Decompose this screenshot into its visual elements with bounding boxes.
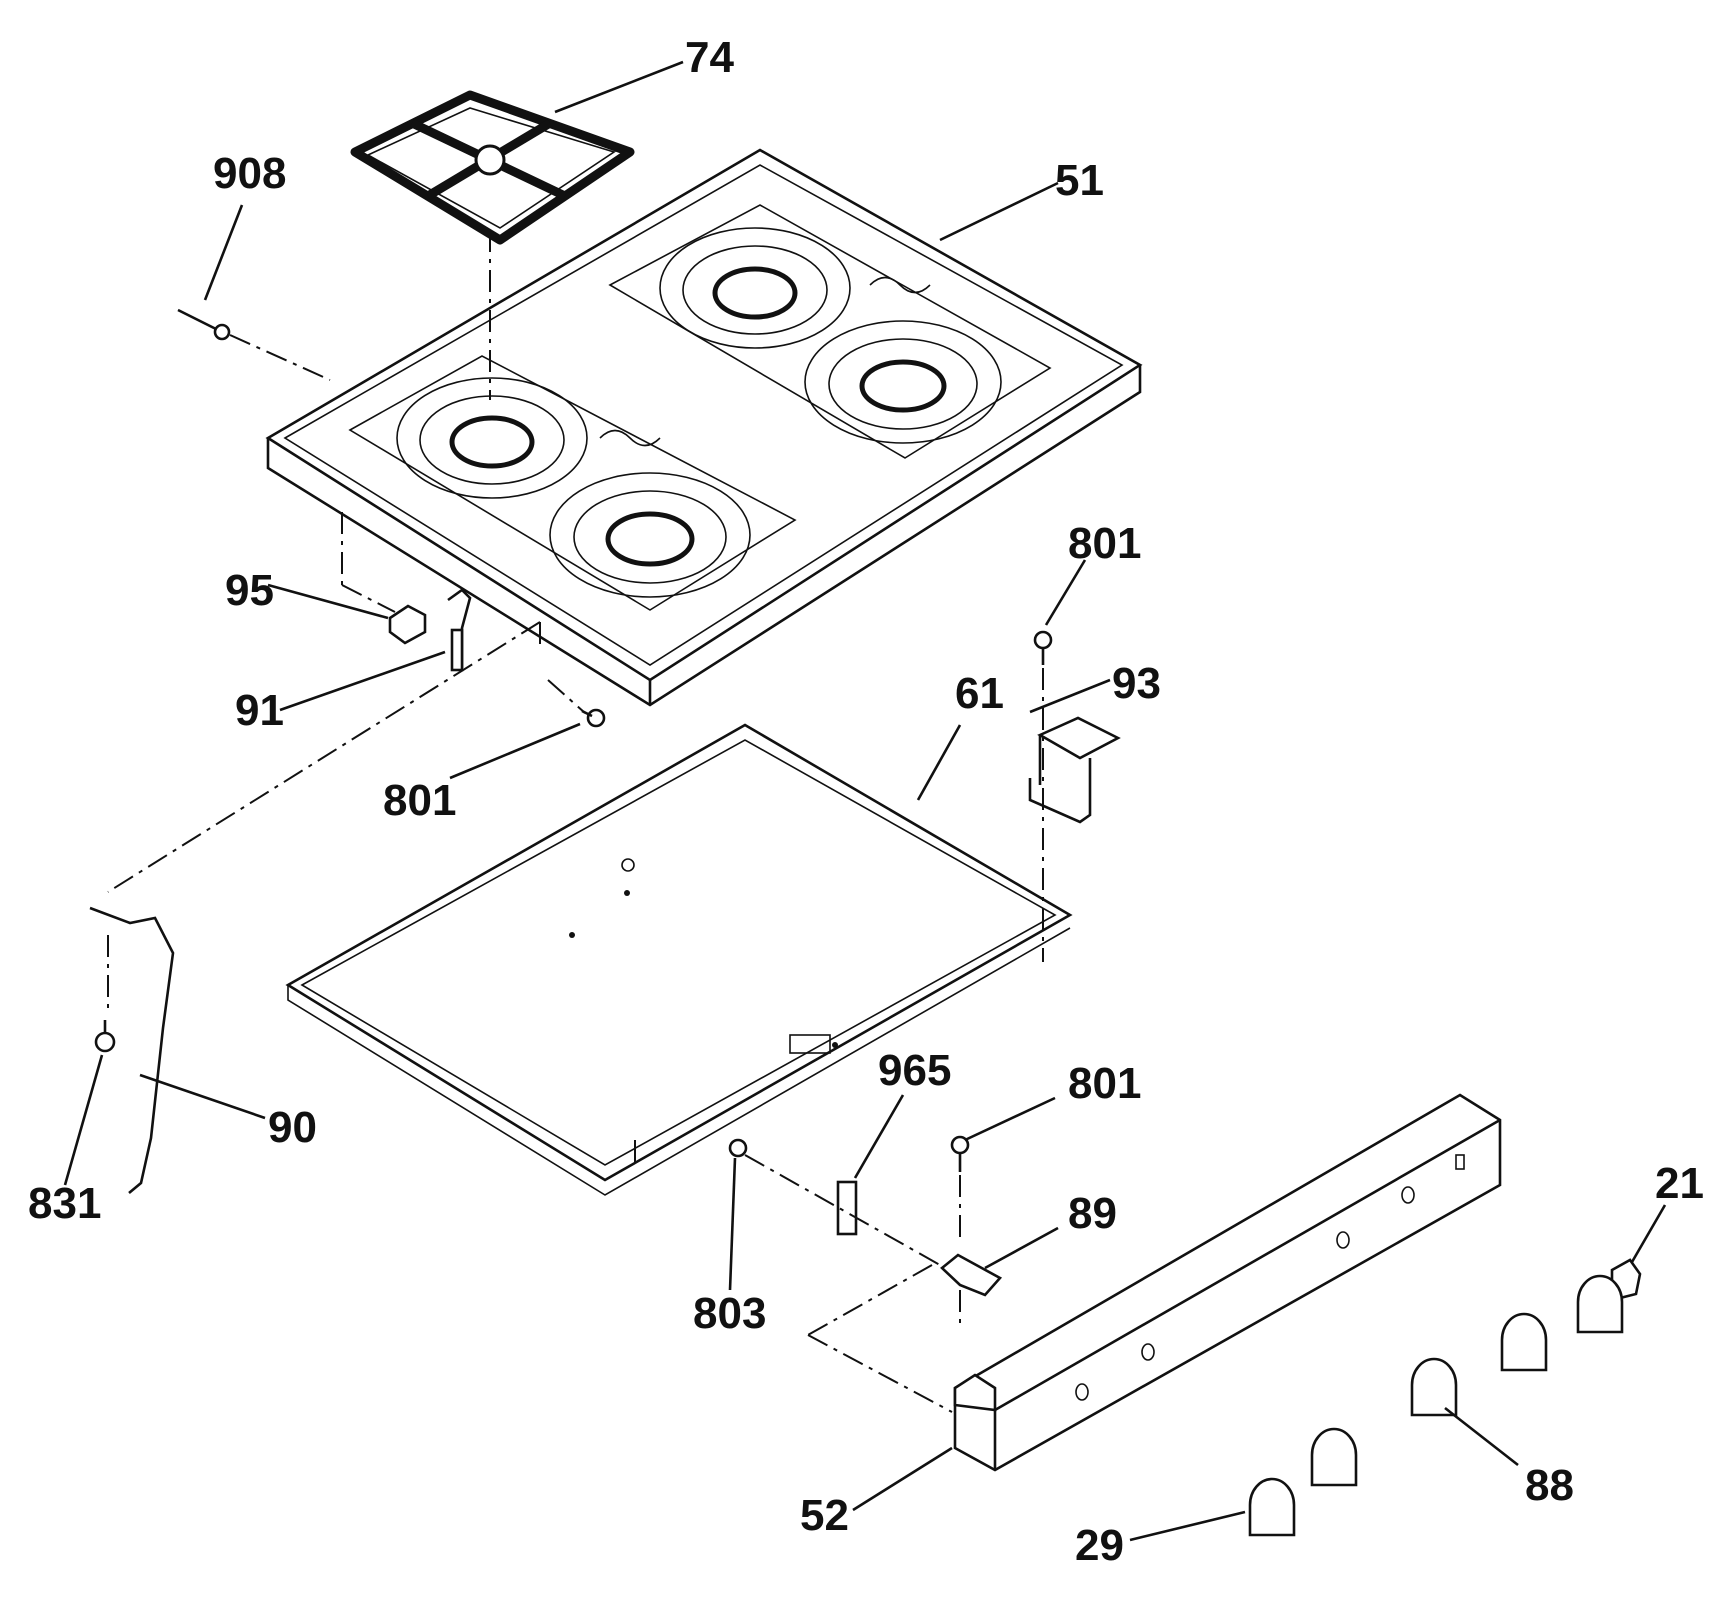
- label-88: 88: [1525, 1461, 1574, 1510]
- label-21: 21: [1655, 1159, 1704, 1208]
- knob-3: [1410, 1357, 1458, 1417]
- screw-801-right-bottom: [950, 1135, 970, 1172]
- knob-5: [1248, 1477, 1296, 1537]
- label-89: 89: [1068, 1189, 1117, 1238]
- screw-908: [177, 308, 231, 341]
- label-29: 29: [1075, 1521, 1124, 1570]
- label-90: 90: [268, 1103, 317, 1152]
- label-52: 52: [800, 1491, 849, 1540]
- screw-801-right-top: [1033, 630, 1053, 665]
- cooktop-panel: [265, 148, 1143, 707]
- label-965: 965: [878, 1046, 951, 1095]
- burner-bowl-rear-right: [659, 227, 851, 349]
- label-51: 51: [1055, 156, 1104, 205]
- control-panel: [953, 1093, 1502, 1472]
- bracket-89: [940, 1253, 1003, 1297]
- label-908: 908: [213, 149, 286, 198]
- bracket-93: [1028, 716, 1121, 824]
- leader-lines: [63, 60, 1667, 1542]
- label-801-left: 801: [383, 776, 456, 825]
- part-labels: 74 908 51 95 91 801 801 93 61 90 831 965…: [28, 33, 1704, 1570]
- label-93: 93: [1112, 659, 1161, 708]
- knob-4: [1310, 1427, 1358, 1487]
- label-74: 74: [685, 33, 734, 82]
- screw-831: [94, 1020, 116, 1053]
- burner-bowl-front-left: [549, 472, 751, 598]
- label-803: 803: [693, 1289, 766, 1338]
- screw-803: [728, 1138, 748, 1158]
- electrode-91: [447, 588, 472, 672]
- label-801-right-bottom: 801: [1068, 1059, 1141, 1108]
- burner-bowl-front-right: [804, 320, 1002, 444]
- bracket-965: [836, 1180, 858, 1236]
- knob-1: [1576, 1274, 1624, 1334]
- knob-2: [1500, 1312, 1548, 1372]
- burner-bowl-rear-left: [396, 377, 588, 499]
- assembly-lines: [107, 230, 1044, 1413]
- label-801-right-top: 801: [1068, 519, 1141, 568]
- label-91: 91: [235, 686, 284, 735]
- label-61: 61: [955, 669, 1004, 718]
- label-95: 95: [225, 566, 274, 615]
- burner-box: [285, 723, 1073, 1196]
- rod-90: [89, 906, 175, 1194]
- label-831: 831: [28, 1179, 101, 1228]
- burner-grate: [350, 90, 635, 245]
- bracket-95: [388, 604, 427, 645]
